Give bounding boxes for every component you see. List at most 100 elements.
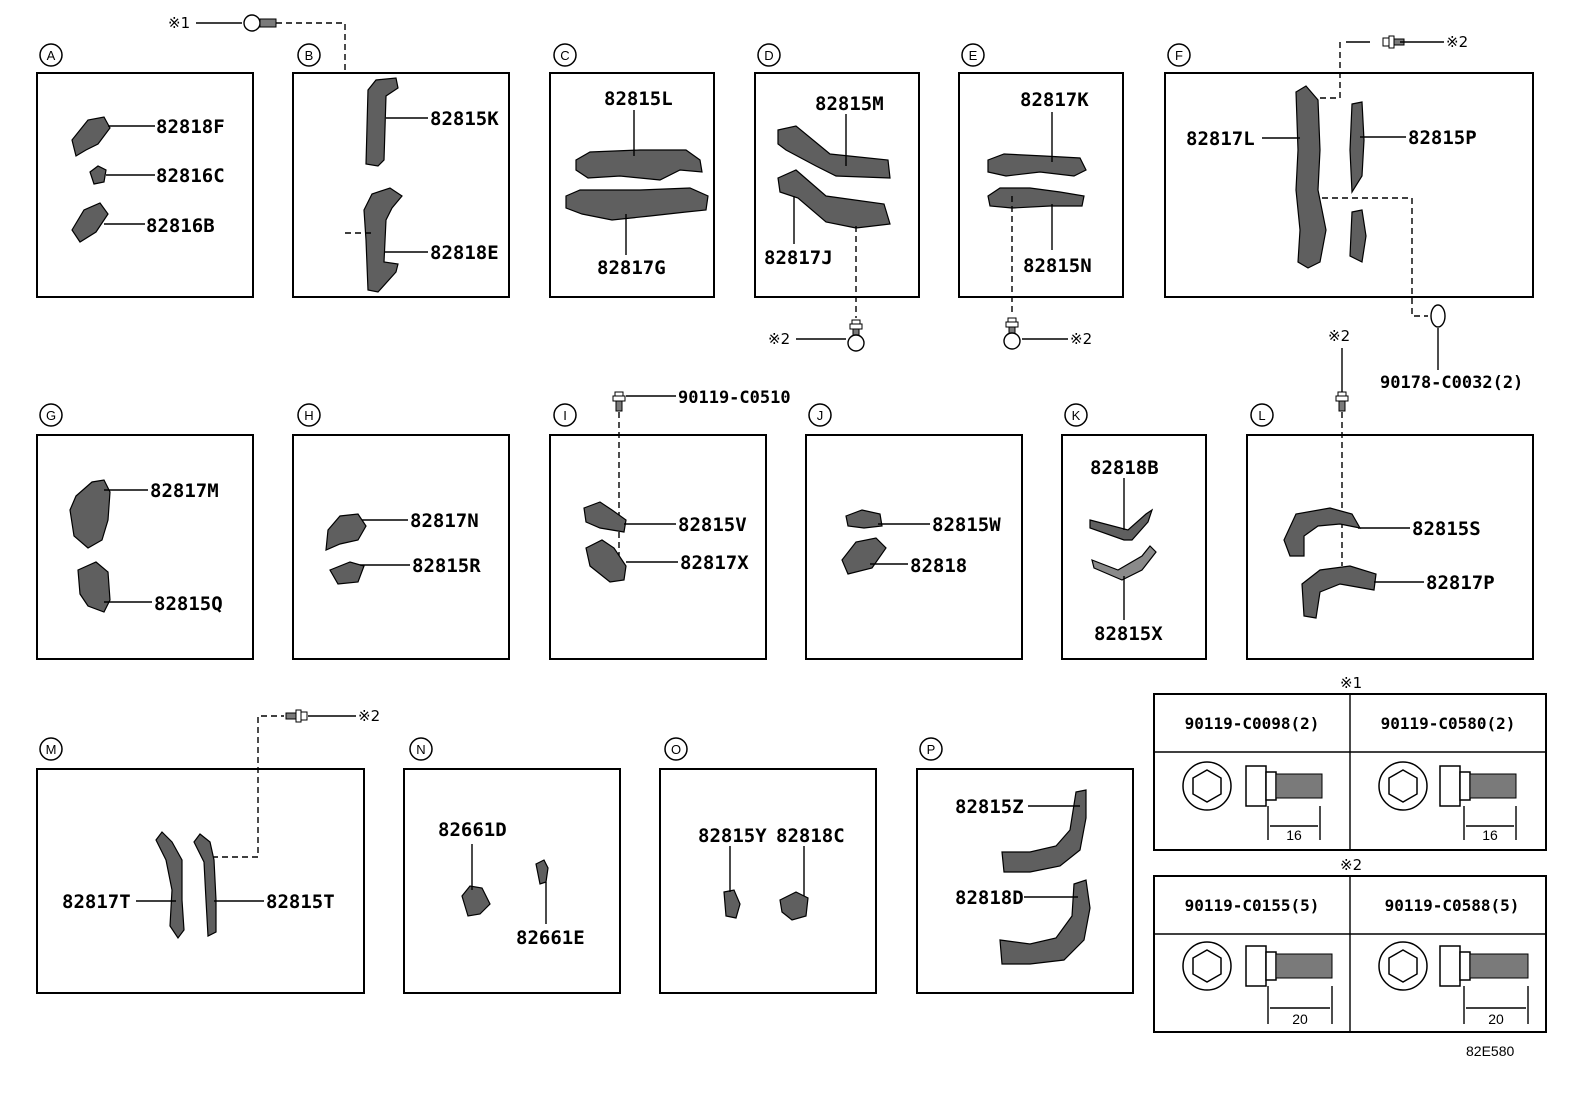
part-label: 82661D: [438, 819, 507, 841]
part-82815X-shape: [1091, 545, 1157, 581]
panel-a: A 82818F 82816C 82816B: [36, 43, 254, 298]
part-82817J-shape: [777, 169, 891, 229]
panel-j: J 82815W 82818: [805, 403, 1023, 660]
part-82815N-shape: [987, 187, 1085, 209]
part-82815W-shape: [845, 509, 883, 529]
part-label: 82818D: [955, 887, 1024, 909]
part-label: 82816C: [156, 165, 225, 187]
part-label: 82815Q: [154, 593, 223, 615]
legend-ref2: ※2 90119-C0155(5) 90119-C0588(5) 20 20: [1153, 856, 1547, 1033]
part-82815P-shape-b: [1349, 209, 1367, 263]
part-82661D-shape: [461, 885, 491, 917]
part-label: 82815X: [1094, 623, 1163, 645]
part-82815V-shape: [583, 501, 627, 533]
part-label: 82817P: [1426, 572, 1495, 594]
part-label: 82816B: [146, 215, 215, 237]
part-label: 82815L: [604, 88, 673, 110]
part-82815R-shape: [329, 561, 365, 585]
panel-letter: P: [927, 742, 936, 757]
part-label: 90119-C0510: [678, 388, 791, 408]
part-82818B-shape: [1089, 508, 1154, 541]
panel-letter: G: [46, 408, 56, 423]
panel-l: L ※2 82815S 82817P: [1246, 327, 1534, 660]
part-82817L-shape: [1295, 85, 1327, 269]
part-82817X-shape: [585, 539, 627, 583]
part-label: 82818: [910, 555, 967, 577]
figure-code: 82E580: [1466, 1043, 1514, 1059]
panel-h: H 82817N 82815R: [292, 403, 510, 660]
ref2-marker: ※2: [1446, 33, 1468, 51]
part-82817N-shape: [325, 513, 367, 551]
legend-ref1: ※1 90119-C0098(2) 90119-C0580(2) 16: [1153, 674, 1547, 851]
part-label: 82815T: [266, 891, 335, 913]
part-82817T-shape: [155, 831, 185, 940]
panel-e: E 82817K 82815N ※2: [958, 43, 1124, 350]
panel-d: D 82815M 82817J ※2: [754, 43, 920, 352]
part-label: 82815R: [412, 555, 481, 577]
panel-m: M ※2 82817T 82815T: [36, 707, 380, 994]
legend-length: 16: [1286, 827, 1302, 843]
part-82816C-shape: [89, 165, 107, 185]
part-82818F-shape: [71, 116, 111, 157]
part-82817P-shape: [1301, 565, 1377, 619]
panel-letter: K: [1072, 408, 1081, 423]
ref2-marker: ※2: [1328, 327, 1350, 345]
part-label: 82818B: [1090, 457, 1159, 479]
bolt-drawing: 20: [1182, 941, 1333, 1027]
part-82815S-shape: [1283, 507, 1362, 557]
panel-letter: J: [817, 408, 824, 423]
panel-b: B 82815K 82818E: [292, 43, 510, 298]
part-label: 82815V: [678, 514, 747, 536]
ref2-marker: ※2: [1070, 330, 1092, 348]
part-82818D-shape: [999, 879, 1091, 965]
panel-n: N 82661D 82661E: [403, 737, 621, 994]
panel-letter: A: [47, 48, 56, 63]
legend-part: 90119-C0098(2): [1185, 714, 1320, 733]
part-82815L-shape: [575, 149, 703, 181]
part-label: 82815N: [1023, 255, 1092, 277]
panel-g: G 82817M 82815Q: [36, 403, 254, 660]
part-82818E-shape: [363, 187, 403, 293]
part-82817K-shape: [987, 153, 1087, 177]
panel-letter: C: [560, 48, 569, 63]
part-label: 82815K: [430, 108, 499, 130]
panel-letter: I: [563, 408, 567, 423]
part-82816B-shape: [71, 202, 109, 243]
legend-part: 90119-C0580(2): [1381, 714, 1516, 733]
legend-title: ※2: [1340, 856, 1362, 874]
panel-letter: M: [46, 742, 57, 757]
bolt-drawing: 20: [1378, 941, 1529, 1027]
legend-length: 20: [1292, 1011, 1308, 1027]
panel-letter: D: [764, 48, 773, 63]
bolt-drawing: 16: [1182, 761, 1323, 843]
part-label: 82815M: [815, 93, 884, 115]
part-label: 82818F: [156, 116, 225, 138]
part-82815K-shape: [365, 77, 399, 167]
part-label: 82817J: [764, 247, 833, 269]
part-label: 82818C: [776, 825, 845, 847]
part-label: 82817T: [62, 891, 131, 913]
part-82815Q-shape: [77, 561, 111, 613]
part-label: 82817M: [150, 480, 219, 502]
panel-letter: E: [969, 48, 978, 63]
part-82661E-shape: [535, 859, 549, 885]
legend-part: 90119-C0155(5): [1185, 896, 1320, 915]
part-label: 82817X: [680, 552, 749, 574]
part-label: 90178-C0032(2): [1380, 373, 1523, 393]
legend-title: ※1: [1340, 674, 1362, 692]
bolt-drawing: 16: [1378, 761, 1517, 843]
part-label: 82817L: [1186, 128, 1255, 150]
part-label: 82815Y: [698, 825, 767, 847]
part-82815P-shape: [1349, 101, 1365, 194]
part-82817M-shape: [69, 479, 111, 549]
panel-i: I 90119-C0510 82815V 82817X: [549, 388, 791, 660]
part-label: 82815P: [1408, 127, 1477, 149]
part-label: 82817K: [1020, 89, 1089, 111]
part-label: 82815Z: [955, 796, 1024, 818]
part-label: 82817G: [597, 257, 666, 279]
panel-p: P 82815Z 82818D: [916, 737, 1134, 994]
part-label: 82817N: [410, 510, 479, 532]
legend-length: 20: [1488, 1011, 1504, 1027]
part-82815M-shape: [777, 125, 891, 179]
